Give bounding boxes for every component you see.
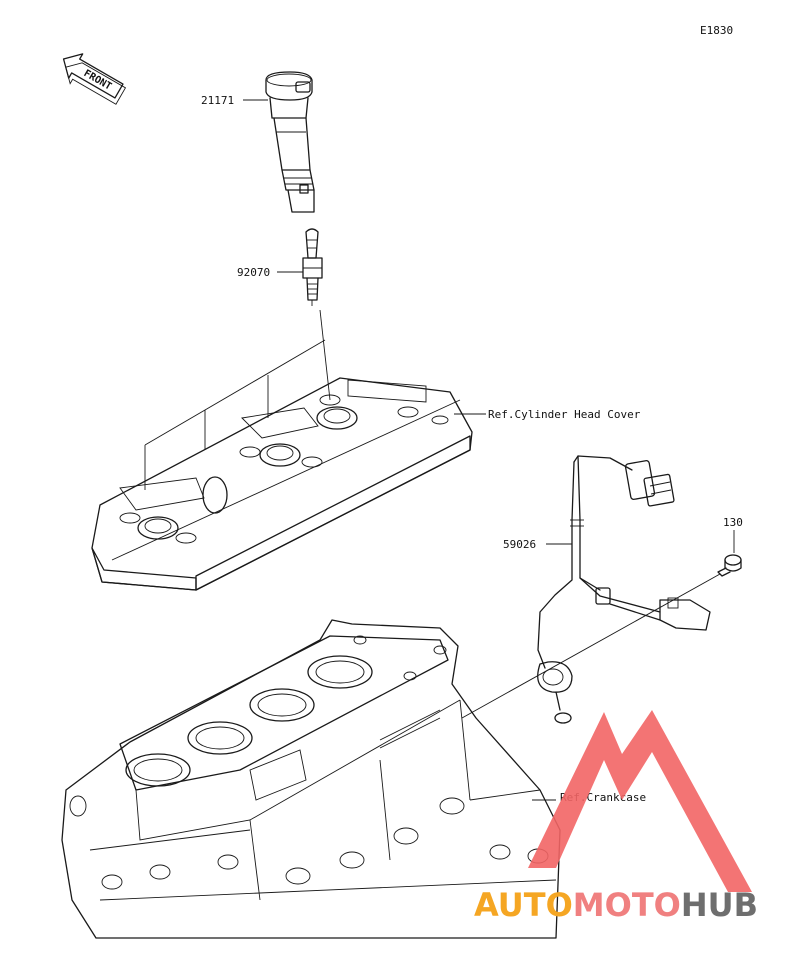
ignition-coil-label: 21171 bbox=[201, 94, 234, 107]
diagram-code: E1830 bbox=[700, 24, 733, 37]
head-cover-ref-label: Ref.Cylinder Head Cover bbox=[488, 408, 641, 421]
front-arrow-icon: FRONT bbox=[62, 53, 127, 105]
watermark-text: AUTOMOTOHUB bbox=[474, 886, 758, 924]
watermark-logo-icon bbox=[528, 710, 752, 892]
watermark-text-hub: HUB bbox=[681, 886, 758, 924]
spark-plug-label: 92070 bbox=[237, 266, 270, 279]
harness-label: 59026 bbox=[503, 538, 536, 551]
watermark-text-auto: AUTO bbox=[474, 886, 573, 924]
cylinder-head-cover[interactable] bbox=[91, 377, 473, 591]
watermark-text-moto: MOTO bbox=[573, 886, 681, 924]
wiring-harness[interactable] bbox=[537, 455, 711, 724]
bolt-label: 130 bbox=[723, 516, 743, 529]
crankcase[interactable] bbox=[61, 619, 561, 939]
spark-plug[interactable] bbox=[302, 228, 323, 306]
bolt-guide-line bbox=[461, 573, 721, 719]
explosion-guide-lines bbox=[144, 309, 331, 490]
ignition-coil[interactable] bbox=[265, 71, 315, 213]
bolt[interactable] bbox=[717, 554, 742, 577]
